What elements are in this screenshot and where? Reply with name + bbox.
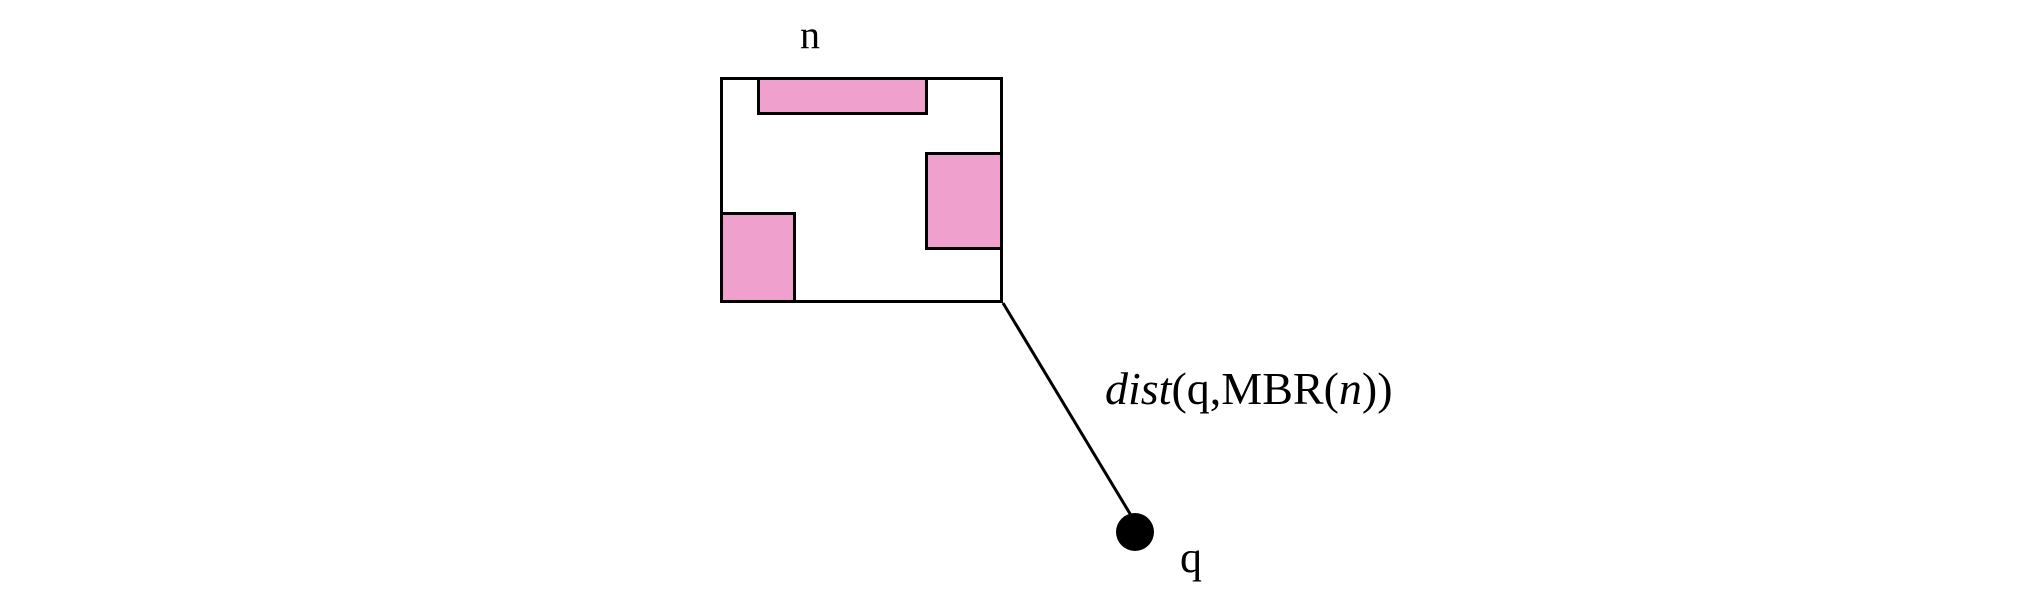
entry-rect-top	[757, 77, 928, 115]
formula-part-dist: dist	[1105, 363, 1173, 414]
entry-rect-bottom-left	[720, 212, 796, 303]
formula-part-close-paren-2: )	[1362, 363, 1377, 414]
formula-part-comma: ,	[1210, 363, 1222, 414]
distance-formula-label: dist(q,MBR(n))	[1105, 363, 1393, 414]
formula-part-mbr: MBR	[1221, 363, 1324, 414]
query-point-label: q	[1180, 533, 1202, 582]
formula-part-close-paren: )	[1377, 363, 1392, 414]
node-label: n	[800, 12, 820, 57]
distance-line	[1001, 302, 1137, 523]
formula-part-n: n	[1339, 363, 1362, 414]
formula-part-open-paren: (	[1171, 363, 1186, 414]
formula-part-q: q	[1187, 363, 1210, 414]
formula-part-open-paren-2: (	[1324, 363, 1339, 414]
query-point-dot	[1116, 513, 1154, 551]
entry-rect-right	[925, 152, 1003, 250]
